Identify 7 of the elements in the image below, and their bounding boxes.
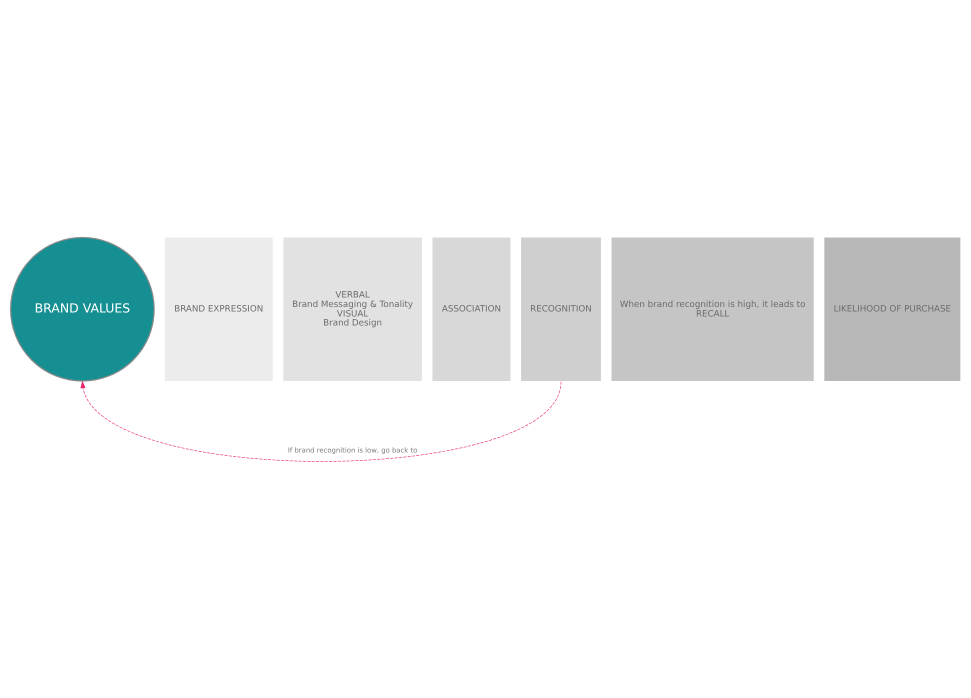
node-box: ASSOCIATION <box>432 237 510 381</box>
node-box: LIKELIHOOD OF PURCHASE <box>824 237 960 381</box>
arrow <box>80 380 562 462</box>
node-box: RECOGNITION <box>521 237 601 381</box>
node-circle: BRAND VALUES <box>10 236 155 382</box>
node-box: When brand recognition is high, it leads to RECALL <box>612 237 814 381</box>
node-box: VERBAL Brand Messaging & Tonality VISUAL Brand Design <box>283 237 422 381</box>
